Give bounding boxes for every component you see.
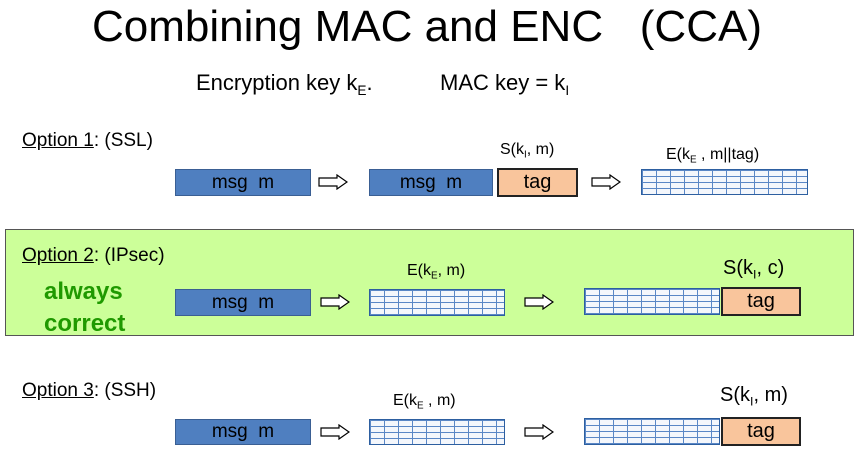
option3-sig-post: , m) <box>753 384 788 406</box>
mac-key-subscript: I <box>565 82 570 98</box>
option2-sig-sub: I <box>753 267 757 282</box>
option3-msg-box: msg m <box>175 419 311 445</box>
option3-protocol: : (SSH) <box>93 380 157 401</box>
option2-ciphertext-box-2 <box>584 288 720 315</box>
option1-ciphertext-box <box>641 169 808 195</box>
option3-sig-label: S(kI, m) <box>720 384 788 408</box>
option3-arrow-2-icon <box>524 424 554 440</box>
option2-highlight-band <box>5 229 854 336</box>
option3-enc-label: E(kE , m) <box>393 392 456 411</box>
option1-label: Option 1: (SSL) <box>22 130 153 152</box>
option2-enc-sub: E <box>431 270 438 282</box>
option2-note-line1: always <box>44 278 123 305</box>
option1-tag-box: tag <box>497 168 578 197</box>
encryption-key-label: Encryption key kE. <box>196 70 373 98</box>
option1-enc-post: , m||tag) <box>696 146 760 163</box>
option2-ciphertext-box <box>369 289 505 316</box>
option1-sig-post: , m) <box>526 141 555 158</box>
option2-enc-pre: E(k <box>407 262 431 279</box>
option3-enc-pre: E(k <box>393 392 417 409</box>
option2-arrow-2-icon <box>524 294 554 310</box>
option3-arrow-1-icon <box>320 424 350 440</box>
option2-enc-label: E(kE, m) <box>407 262 465 281</box>
option1-sig-sub: I <box>524 149 527 161</box>
option2-arrow-1-icon <box>320 294 350 310</box>
option1-enc-pre: E(k <box>666 146 690 163</box>
option3-enc-sub: E <box>417 400 424 412</box>
option2-enc-post: , m) <box>437 262 466 279</box>
option2-tag-box: tag <box>721 287 801 316</box>
encryption-key-text: Encryption key k <box>196 70 358 95</box>
option3-sig-sub: I <box>750 394 754 409</box>
option1-enc-sub: E <box>690 154 697 166</box>
slide-title: Combining MAC and ENC (CCA) <box>92 2 762 51</box>
option1-enc-label: E(kE , m||tag) <box>666 146 759 165</box>
mac-key-text: MAC key = k <box>440 70 566 95</box>
option3-enc-post: , m) <box>423 392 456 409</box>
encryption-key-subscript: E <box>357 82 367 98</box>
option3-label: Option 3: (SSH) <box>22 380 156 402</box>
option1-sig-label: S(kI, m) <box>500 141 554 160</box>
option1-arrow-1-icon <box>318 174 348 190</box>
encryption-key-dot: . <box>366 70 373 95</box>
option1-name: Option 1 <box>22 130 94 151</box>
option1-msg-box: msg m <box>175 169 311 196</box>
option2-sig-pre: S(k <box>723 257 753 279</box>
option3-ciphertext-box <box>369 419 505 445</box>
option1-msg-box-2: msg m <box>369 169 493 196</box>
option3-name: Option 3 <box>22 380 94 401</box>
option2-label: Option 2: (IPsec) <box>22 245 165 267</box>
option2-sig-label: S(kI, c) <box>723 257 784 281</box>
option1-sig-pre: S(k <box>500 141 524 158</box>
option3-sig-pre: S(k <box>720 384 750 406</box>
option3-tag-box: tag <box>721 417 801 446</box>
option1-arrow-2-icon <box>591 174 621 190</box>
option3-ciphertext-box-2 <box>584 418 720 445</box>
option1-protocol: : (SSL) <box>93 130 153 151</box>
option2-name: Option 2 <box>22 245 94 266</box>
option2-note-line2: correct <box>44 310 126 337</box>
option2-protocol: : (IPsec) <box>93 245 165 266</box>
option2-msg-box: msg m <box>175 289 311 316</box>
mac-key-label: MAC key = kI <box>440 70 569 98</box>
option2-sig-post: , c) <box>756 257 785 279</box>
